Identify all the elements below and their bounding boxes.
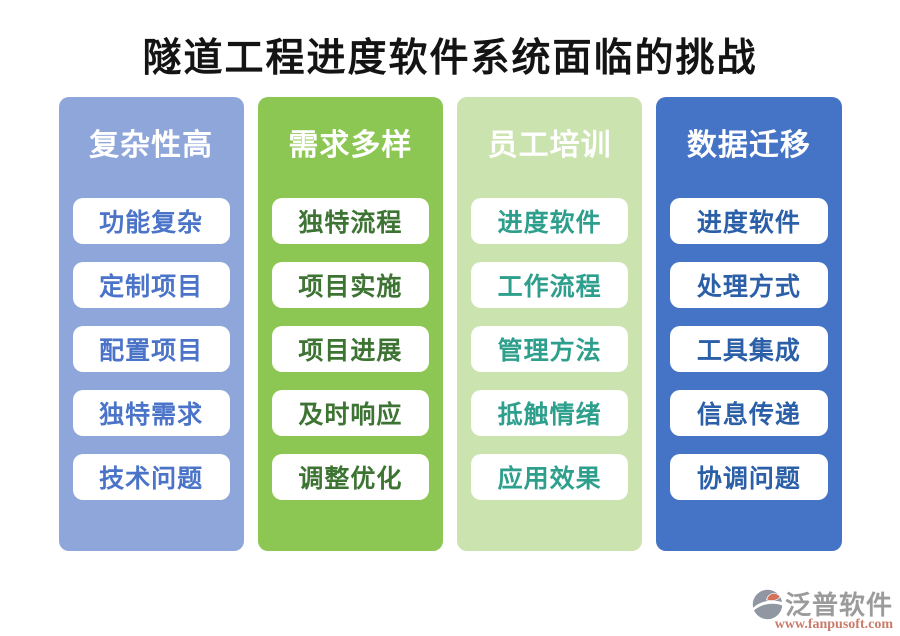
card-item: 配置项目 [72,326,230,372]
card-item: 抵触情绪 [471,390,629,436]
column-staff-training: 员工培训 进度软件 工作流程 管理方法 抵触情绪 应用效果 [457,97,643,551]
card-list: 功能复杂 定制项目 配置项目 独特需求 技术问题 [72,198,230,500]
brand-name: 泛普软件 [784,589,893,620]
pie-swirl-icon [752,589,783,620]
card-item: 进度软件 [471,198,629,244]
card-item: 独特流程 [271,198,429,244]
card-item: 及时响应 [271,390,429,436]
column-header: 员工培训 [487,129,612,162]
card-item: 调整优化 [271,454,429,500]
column-complexity: 复杂性高 功能复杂 定制项目 配置项目 独特需求 技术问题 [58,97,244,551]
card-list: 进度软件 工作流程 管理方法 抵触情绪 应用效果 [471,198,629,500]
card-item: 进度软件 [670,198,828,244]
column-header: 数据迁移 [686,129,811,162]
column-data-migration: 数据迁移 进度软件 处理方式 工具集成 信息传递 协调问题 [656,97,842,551]
card-item: 项目进展 [271,326,429,372]
card-item: 功能复杂 [72,198,230,244]
card-item: 处理方式 [670,262,828,308]
brand-row: 泛普软件 [752,589,893,620]
card-item: 协调问题 [670,454,828,500]
column-diverse-needs: 需求多样 独特流程 项目实施 项目进展 及时响应 调整优化 [257,97,443,551]
card-item: 管理方法 [471,326,629,372]
card-list: 独特流程 项目实施 项目进展 及时响应 调整优化 [271,198,429,500]
column-header: 需求多样 [288,129,413,162]
card-item: 定制项目 [72,262,230,308]
card-list: 进度软件 处理方式 工具集成 信息传递 协调问题 [670,198,828,500]
card-item: 应用效果 [471,454,629,500]
page-title: 隧道工程进度软件系统面临的挑战 [142,37,758,80]
column-header: 复杂性高 [89,129,214,162]
card-item: 项目实施 [271,262,429,308]
card-item: 信息传递 [670,390,828,436]
card-item: 工作流程 [471,262,629,308]
card-item: 技术问题 [72,454,230,500]
brand-footer: 泛普软件 www.fanpusoft.com [752,589,893,633]
card-item: 独特需求 [72,390,230,436]
card-item: 工具集成 [670,326,828,372]
challenge-columns: 复杂性高 功能复杂 定制项目 配置项目 独特需求 技术问题 需求多样 独特流程 … [58,97,842,551]
